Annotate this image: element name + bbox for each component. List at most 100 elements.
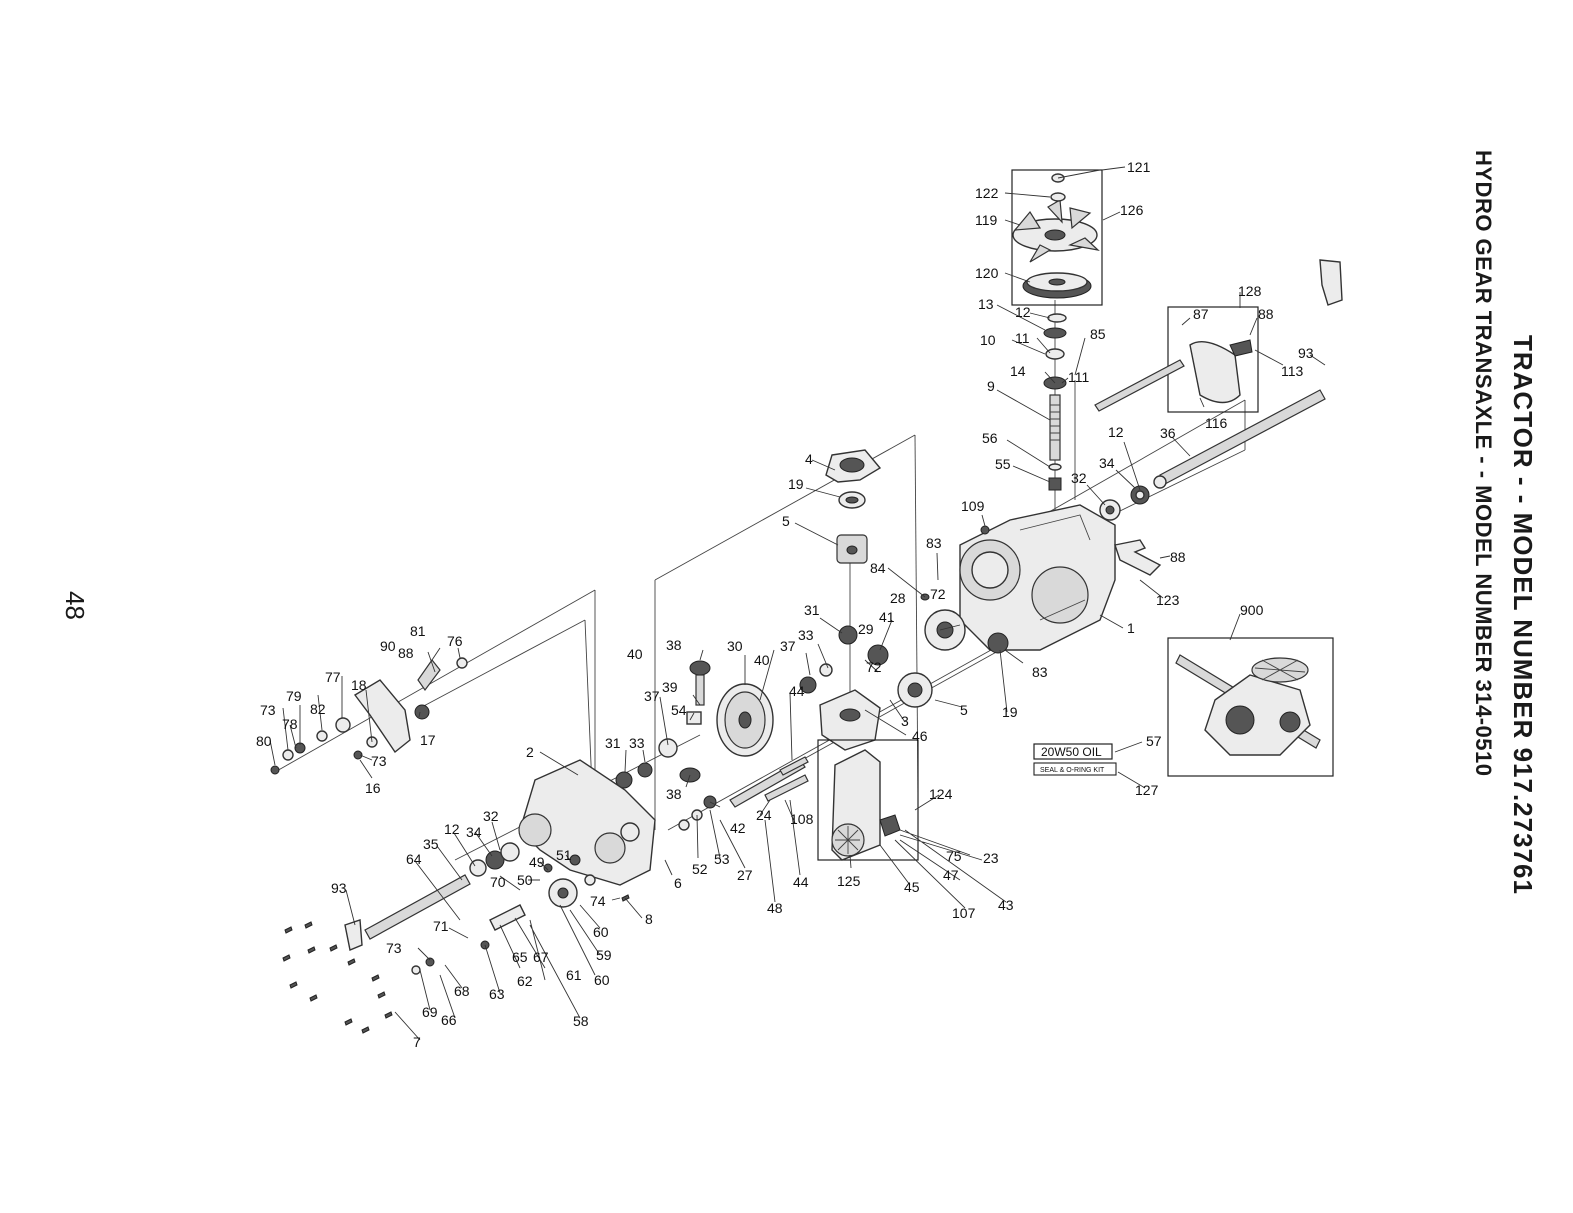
callout-88: 88 [398, 645, 414, 661]
callout-37: 37 [644, 688, 660, 704]
callout-58: 58 [573, 1013, 589, 1029]
callout-66: 66 [441, 1012, 457, 1028]
callout-109: 109 [961, 498, 985, 514]
callout-12: 12 [1108, 424, 1124, 440]
transaxle-assembly-icon [1175, 654, 1321, 756]
callout-83: 83 [926, 535, 942, 551]
callout-85: 85 [1090, 326, 1106, 342]
input-shaft-stack [1043, 313, 1067, 491]
callout-124: 124 [929, 786, 953, 802]
gear-small-icons [799, 625, 889, 694]
callout-6: 6 [674, 875, 682, 891]
axle-shaft-left-icon [364, 874, 471, 940]
callout-44: 44 [789, 683, 805, 699]
oil-label-box: 20W50 OIL [1033, 743, 1113, 760]
callout-31: 31 [605, 735, 621, 751]
callout-50: 50 [517, 872, 533, 888]
callout-1: 1 [1127, 620, 1135, 636]
bracket-icon [1319, 259, 1343, 306]
callout-127: 127 [1135, 782, 1159, 798]
callout-19: 19 [788, 476, 804, 492]
callout-72: 72 [930, 586, 946, 602]
bolt-icons [282, 894, 630, 1034]
callout-107: 107 [952, 905, 976, 921]
callout-71: 71 [433, 918, 449, 934]
callout-33: 33 [629, 735, 645, 751]
callout-113: 113 [1281, 363, 1304, 379]
oil-label: 20W50 OIL [1041, 745, 1102, 759]
callout-75: 75 [946, 848, 962, 864]
callout-108: 108 [790, 811, 814, 827]
callout-19: 19 [1002, 704, 1018, 720]
filter-group-box [817, 739, 919, 861]
callout-59: 59 [596, 947, 612, 963]
callout-35: 35 [423, 836, 439, 852]
callout-128: 128 [1238, 283, 1262, 299]
callout-51: 51 [556, 847, 572, 863]
kit-label: SEAL & O-RING KIT [1040, 767, 1105, 774]
callout-47: 47 [943, 867, 959, 883]
callout-42: 42 [730, 820, 746, 836]
callout-18: 18 [351, 677, 367, 693]
callout-34: 34 [1099, 455, 1115, 471]
callout-48: 48 [767, 900, 783, 916]
center-section-icon [825, 449, 882, 564]
callout-73: 73 [260, 702, 276, 718]
callout-45: 45 [904, 879, 920, 895]
valve-plate-icon [819, 689, 881, 751]
callout-43: 43 [998, 897, 1014, 913]
callout-27: 27 [737, 867, 753, 883]
bracket-left-icon [344, 919, 363, 951]
callout-73: 73 [371, 753, 387, 769]
callout-90: 90 [380, 638, 396, 654]
brake-parts-icons [411, 854, 596, 975]
callout-88: 88 [1258, 306, 1274, 322]
callout-61: 61 [566, 967, 582, 983]
callout-81: 81 [410, 623, 426, 639]
filter-icon [831, 749, 901, 861]
washer-icon [1050, 192, 1066, 202]
callout-24: 24 [756, 807, 772, 823]
kit-label-box: SEAL & O-RING KIT [1033, 762, 1117, 776]
callout-123: 123 [1156, 592, 1180, 608]
callout-16: 16 [365, 780, 381, 796]
callout-56: 56 [982, 430, 998, 446]
callout-10: 10 [980, 332, 996, 348]
callout-72: 72 [866, 659, 882, 675]
callout-41: 41 [879, 609, 895, 625]
plate-icon [1189, 339, 1253, 404]
spur-gear-icon [716, 683, 774, 757]
callout-30: 30 [727, 638, 743, 654]
callout-62: 62 [517, 973, 533, 989]
callout-74: 74 [590, 893, 606, 909]
callout-126: 126 [1120, 202, 1144, 218]
callout-32: 32 [483, 808, 499, 824]
callout-125: 125 [837, 873, 861, 889]
callout-77: 77 [325, 669, 341, 685]
callout-8: 8 [645, 911, 653, 927]
fan-icon [1012, 199, 1100, 263]
callout-69: 69 [422, 1004, 438, 1020]
callout-5: 5 [960, 702, 968, 718]
callout-70: 70 [490, 874, 506, 890]
callout-7: 7 [413, 1034, 421, 1050]
left-case-icon [518, 759, 656, 886]
callout-122: 122 [975, 185, 999, 201]
callout-53: 53 [714, 851, 730, 867]
bearing-left-icons [469, 842, 520, 877]
callout-67: 67 [533, 949, 549, 965]
control-arm-icon [270, 657, 468, 775]
callout-34: 34 [466, 824, 482, 840]
callout-46: 46 [912, 728, 928, 744]
bearing-right-icons [1099, 475, 1167, 521]
callout-52: 52 [692, 861, 708, 877]
callout-60: 60 [594, 972, 610, 988]
callout-37: 37 [780, 638, 796, 654]
callout-23: 23 [983, 850, 999, 866]
callout-36: 36 [1160, 425, 1176, 441]
callout-labels: 121 122 119 126 120 13 12 10 11 14 111 8… [256, 159, 1314, 1050]
callout-49: 49 [529, 854, 545, 870]
callout-120: 120 [975, 265, 999, 281]
callout-79: 79 [286, 688, 302, 704]
callout-82: 82 [310, 701, 326, 717]
